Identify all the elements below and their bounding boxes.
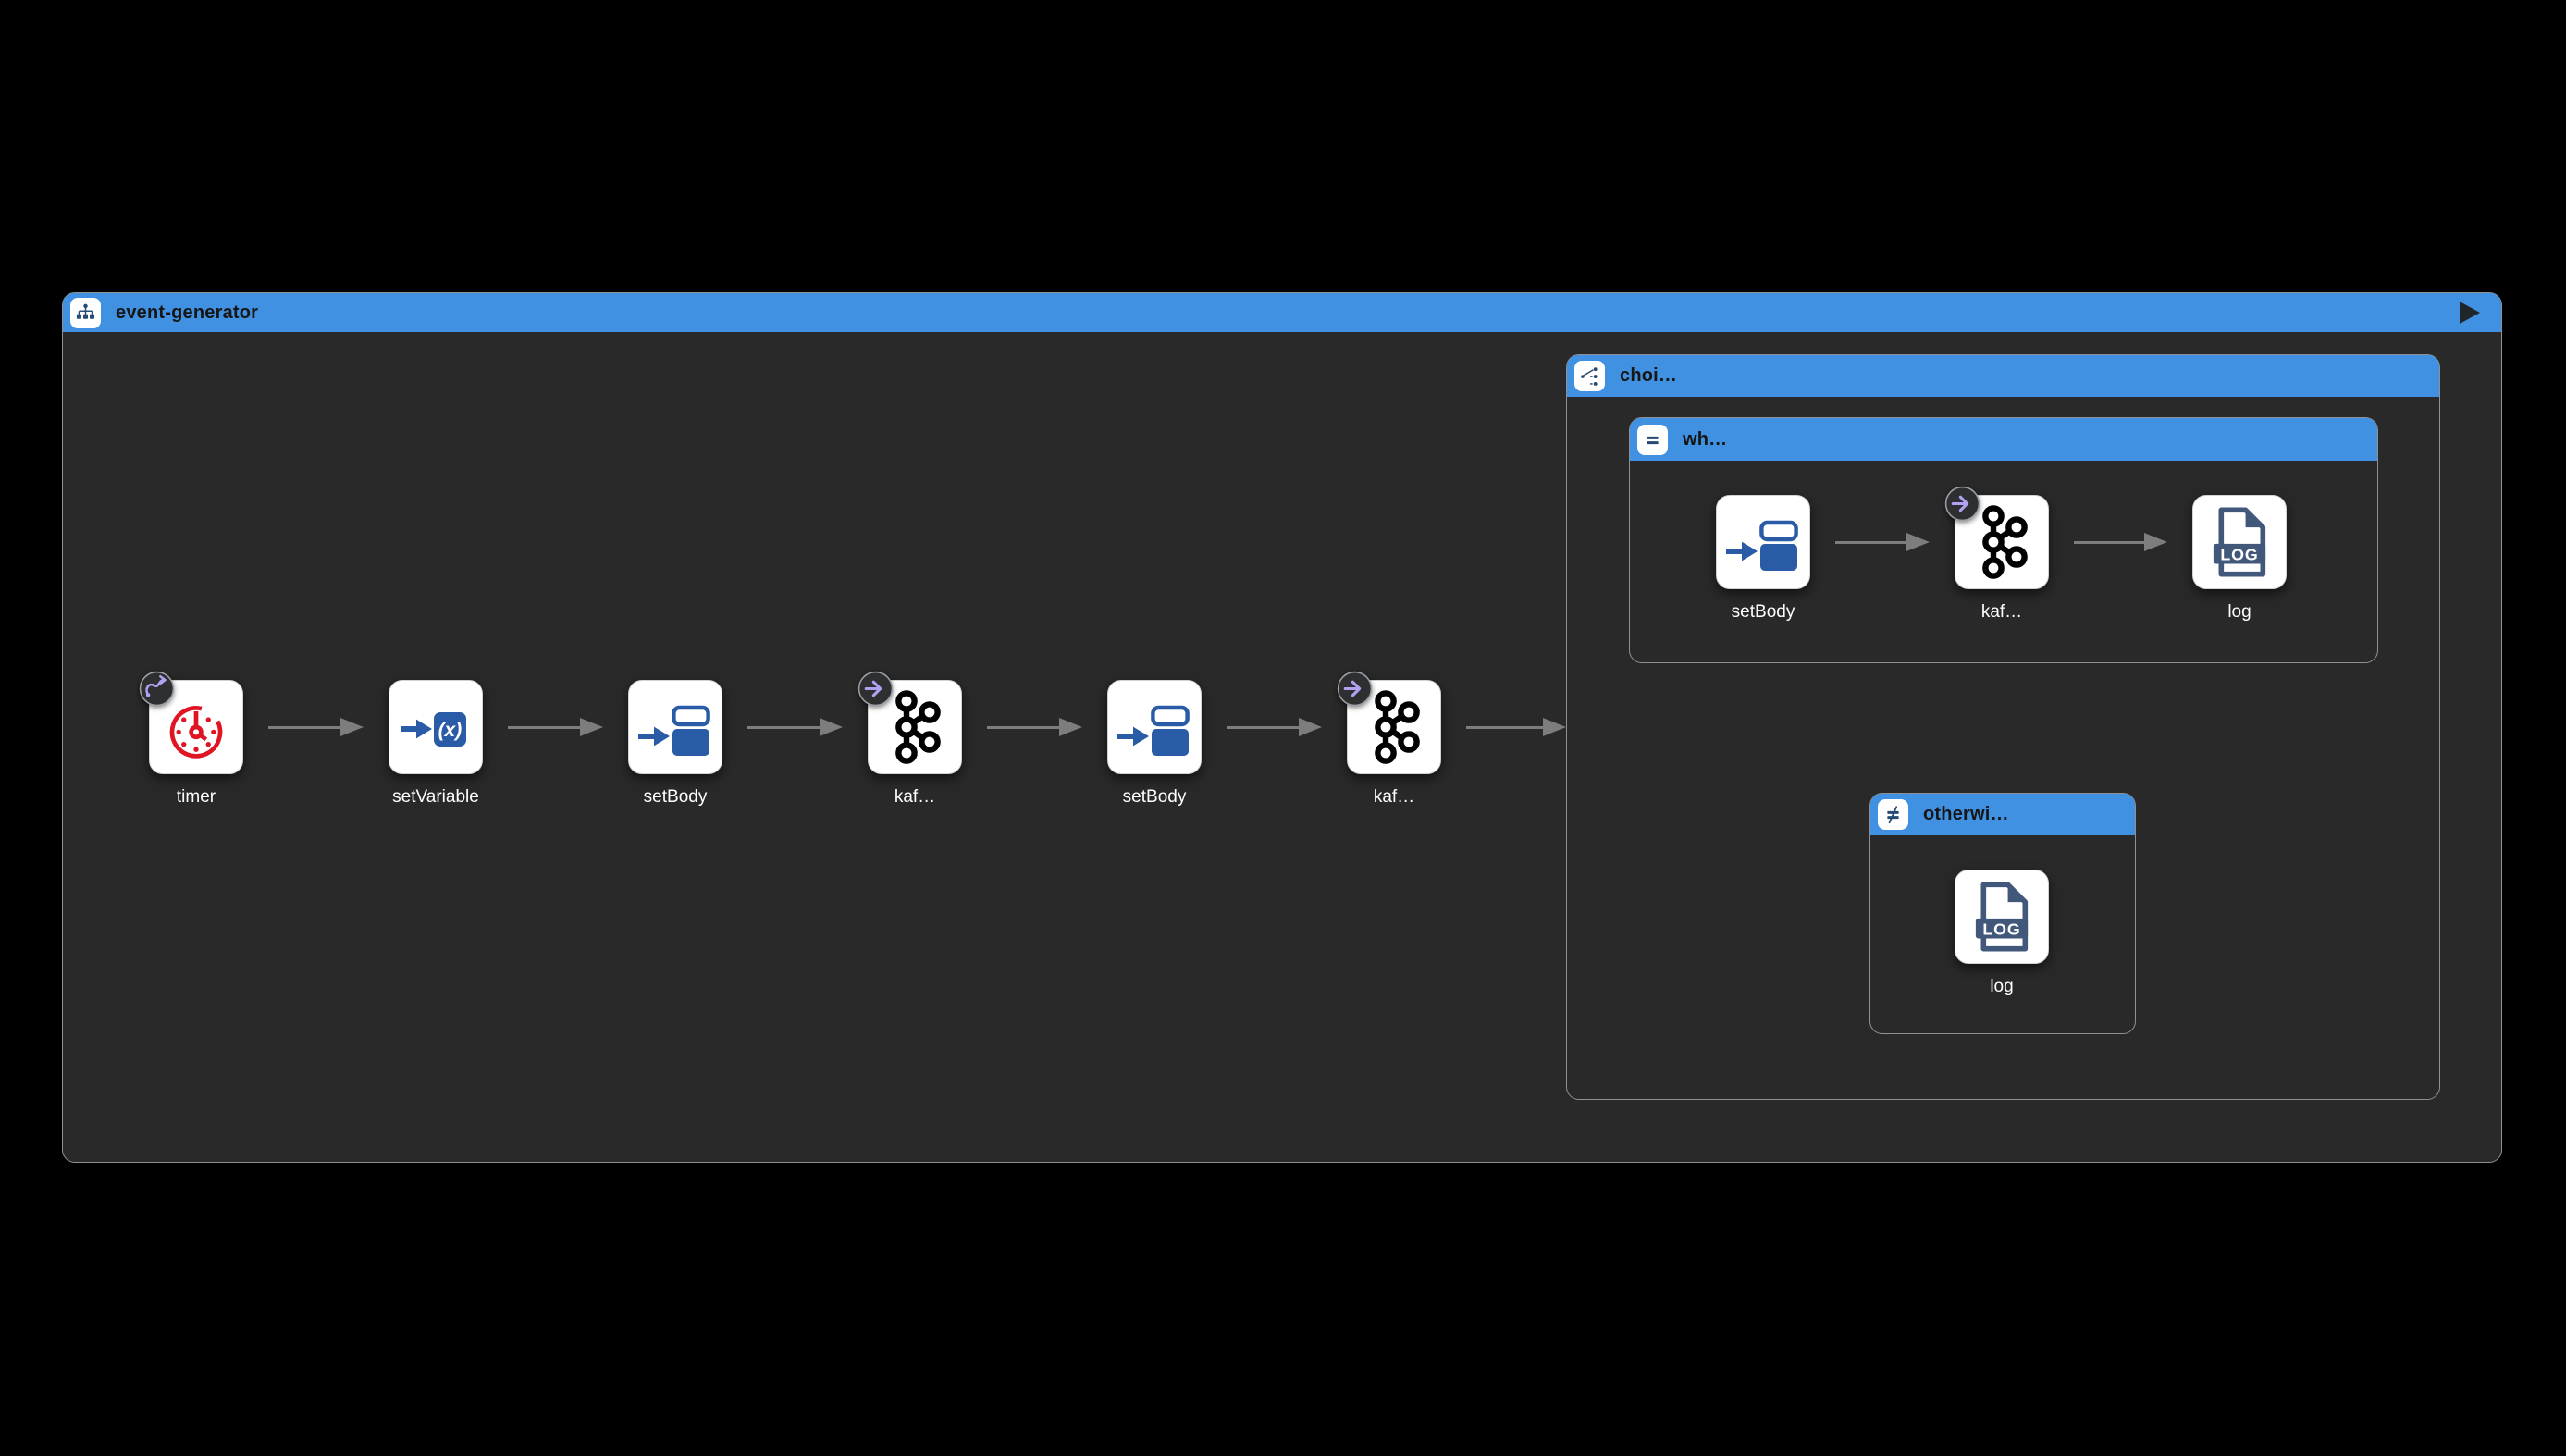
- flow-arrow: [268, 717, 364, 737]
- node-label: setVariable: [392, 787, 479, 807]
- when-group-header[interactable]: wh…: [1630, 418, 2377, 461]
- node-box: [1107, 680, 1202, 774]
- node-setbody-2[interactable]: setBody: [1107, 680, 1202, 807]
- node-label: log: [2227, 602, 2251, 622]
- flow-arrow: [508, 717, 603, 737]
- choice-title: choi…: [1620, 365, 1678, 386]
- send-badge-icon: [1944, 486, 1980, 522]
- node-label: kaf…: [1373, 787, 1415, 807]
- flow-arrow: [987, 717, 1082, 737]
- flow-arrow: [1835, 532, 1930, 552]
- node-when-kafka[interactable]: kaf…: [1944, 486, 2049, 622]
- choice-icon: [1574, 361, 1605, 391]
- route-badge-icon: [139, 671, 175, 707]
- node-box: [1955, 870, 2049, 964]
- node-label: log: [1990, 977, 2014, 996]
- route-title: event-generator: [116, 302, 259, 323]
- node-label: setBody: [643, 787, 708, 807]
- node-label: kaf…: [1980, 602, 2023, 622]
- node-label: kaf…: [894, 787, 936, 807]
- node-box: [389, 680, 483, 774]
- when-title: wh…: [1683, 428, 1728, 450]
- node-kafka-2[interactable]: kaf…: [1337, 671, 1441, 807]
- flow-arrow: [2074, 532, 2167, 552]
- node-label: setBody: [1122, 787, 1187, 807]
- equals-icon: [1637, 424, 1668, 455]
- log-icon: [1960, 875, 2043, 958]
- node-label: timer: [176, 787, 216, 807]
- route-group-header[interactable]: event-generator: [63, 293, 2501, 332]
- choice-group-header[interactable]: choi…: [1567, 355, 2439, 397]
- node-box: [1944, 486, 2049, 589]
- log-icon: [2198, 500, 2281, 584]
- flow-arrow: [747, 717, 843, 737]
- node-when-log[interactable]: log: [2192, 495, 2287, 622]
- play-button[interactable]: [2459, 301, 2481, 325]
- node-setvariable[interactable]: setVariable: [389, 680, 483, 807]
- set-body-icon: [1719, 498, 1807, 586]
- node-box: [139, 671, 243, 774]
- node-box: [1716, 495, 1810, 589]
- set-body-icon: [1110, 683, 1199, 771]
- node-setbody-1[interactable]: setBody: [628, 680, 722, 807]
- send-badge-icon: [1337, 671, 1373, 707]
- send-badge-icon: [857, 671, 894, 707]
- set-body-icon: [631, 683, 720, 771]
- node-box: [2192, 495, 2287, 589]
- node-label: setBody: [1731, 602, 1795, 622]
- node-box: [628, 680, 722, 774]
- flow-arrow: [1227, 717, 1322, 737]
- sitemap-icon: [70, 297, 101, 328]
- node-when-setbody[interactable]: setBody: [1716, 495, 1810, 622]
- set-variable-icon: [391, 683, 480, 771]
- node-otherwise-log[interactable]: log: [1955, 870, 2049, 996]
- node-box: [857, 671, 962, 774]
- otherwise-group-header[interactable]: otherwi…: [1870, 794, 2135, 835]
- node-timer[interactable]: timer: [139, 671, 243, 807]
- play-icon: [2460, 302, 2480, 324]
- not-equals-icon: [1878, 799, 1908, 830]
- node-box: [1337, 671, 1441, 774]
- node-kafka-1[interactable]: kaf…: [857, 671, 962, 807]
- flow-arrow-into-choice: [1466, 717, 1566, 737]
- otherwise-title: otherwi…: [1923, 804, 2009, 824]
